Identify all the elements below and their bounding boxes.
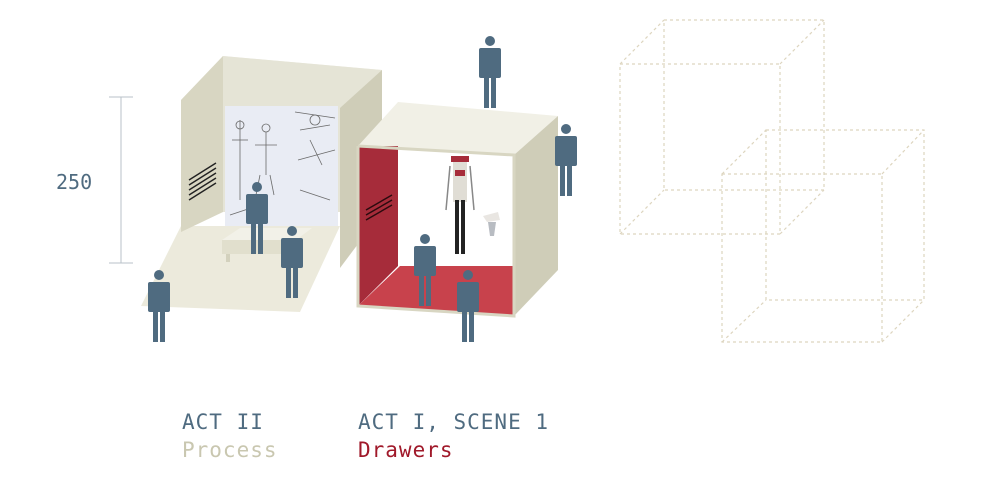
process-room-left-wall [181,56,223,232]
drawers-caption: ACT I, SCENE 1 Drawers [358,408,549,464]
shirt-icon [483,212,500,236]
height-dimension-marker [109,96,133,264]
room-name: Process [182,438,278,462]
act-label: ACT II [182,410,264,434]
person-icon [479,36,501,108]
mannequin-icon [445,156,475,254]
drawers-room-right-wall [514,116,558,316]
drawers-room-back-wall [374,155,513,270]
wireframe-cube [619,19,825,235]
process-wall-text [188,162,217,201]
drawers-room-roof [358,102,558,155]
process-room [141,56,382,312]
wireframe-cube [721,129,925,343]
act-label: ACT I, SCENE 1 [358,410,550,434]
drawers-wall-text [365,194,393,221]
height-dimension-label: 250 [56,170,93,194]
drawers-room-left-wall [358,146,398,306]
person-icon [555,124,577,196]
process-caption: ACT II Process [182,408,278,464]
room-name: Drawers [358,438,454,462]
drawers-room [356,102,558,342]
sketch-panel [225,106,338,226]
